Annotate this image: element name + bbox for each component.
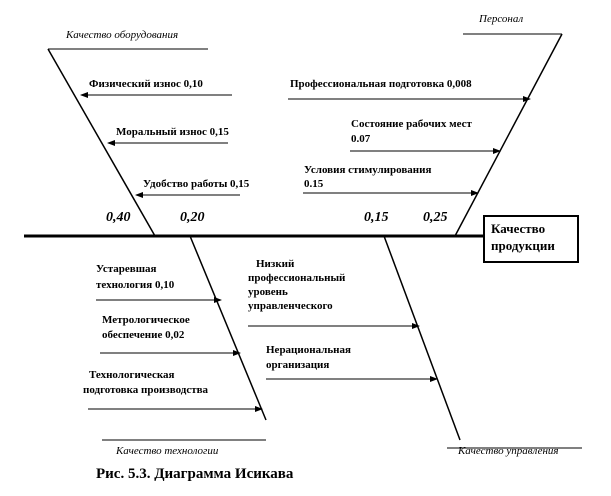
factor-management-1c: уровень [248,286,288,298]
bone-technology [189,235,267,421]
category-equipment: Качество оборудования [66,29,179,41]
factor-technology-1b: технология 0,10 [96,279,175,291]
effect-box: Качество продукции [483,215,579,263]
factor-technology-2a: Метрологическое [102,314,190,326]
weight-management: 0,15 [364,210,389,225]
effect-line-2: продукции [491,238,555,253]
factor-management-1d: управленческого [248,300,333,312]
factor-management-1b: профессиональный [248,272,346,284]
factor-personnel-3b: 0.15 [304,178,324,190]
factor-personnel-3a: Условия стимулирования [304,164,432,176]
bone-personnel [454,33,563,237]
factor-equipment-2: Моральный износ 0,15 [116,126,229,138]
factor-technology-3b: подготовка производства [83,384,209,396]
bone-management [383,235,461,441]
effect-line-1: Качество [491,221,546,236]
weight-personnel: 0,25 [423,210,448,225]
bone-equipment [47,48,156,237]
figure-caption: Рис. 5.3. Диаграмма Исикава [96,466,294,482]
category-technology: Качество технологии [116,445,219,457]
factor-equipment-3: Удобство работы 0,15 [143,178,250,190]
factor-technology-1a: Устаревшая [96,263,157,275]
factor-technology-3a: Технологическая [89,369,175,381]
factor-personnel-2a: Состояние рабочих мест [351,118,472,130]
factor-management-1a: Низкий [256,258,295,270]
factor-management-2a: Нерациональная [266,344,351,356]
weight-technology: 0,20 [180,210,205,225]
category-management: Качество управления [458,445,559,457]
category-personnel: Персонал [479,13,524,25]
factor-technology-2b: обеспечение 0,02 [102,329,185,341]
weight-equipment: 0,40 [106,210,131,225]
factor-management-2b: организация [266,359,330,371]
factor-personnel-1: Профессиональная подготовка 0,008 [290,78,472,90]
factor-equipment-1: Физический износ 0,10 [89,78,203,90]
factor-personnel-2b: 0.07 [351,133,371,145]
